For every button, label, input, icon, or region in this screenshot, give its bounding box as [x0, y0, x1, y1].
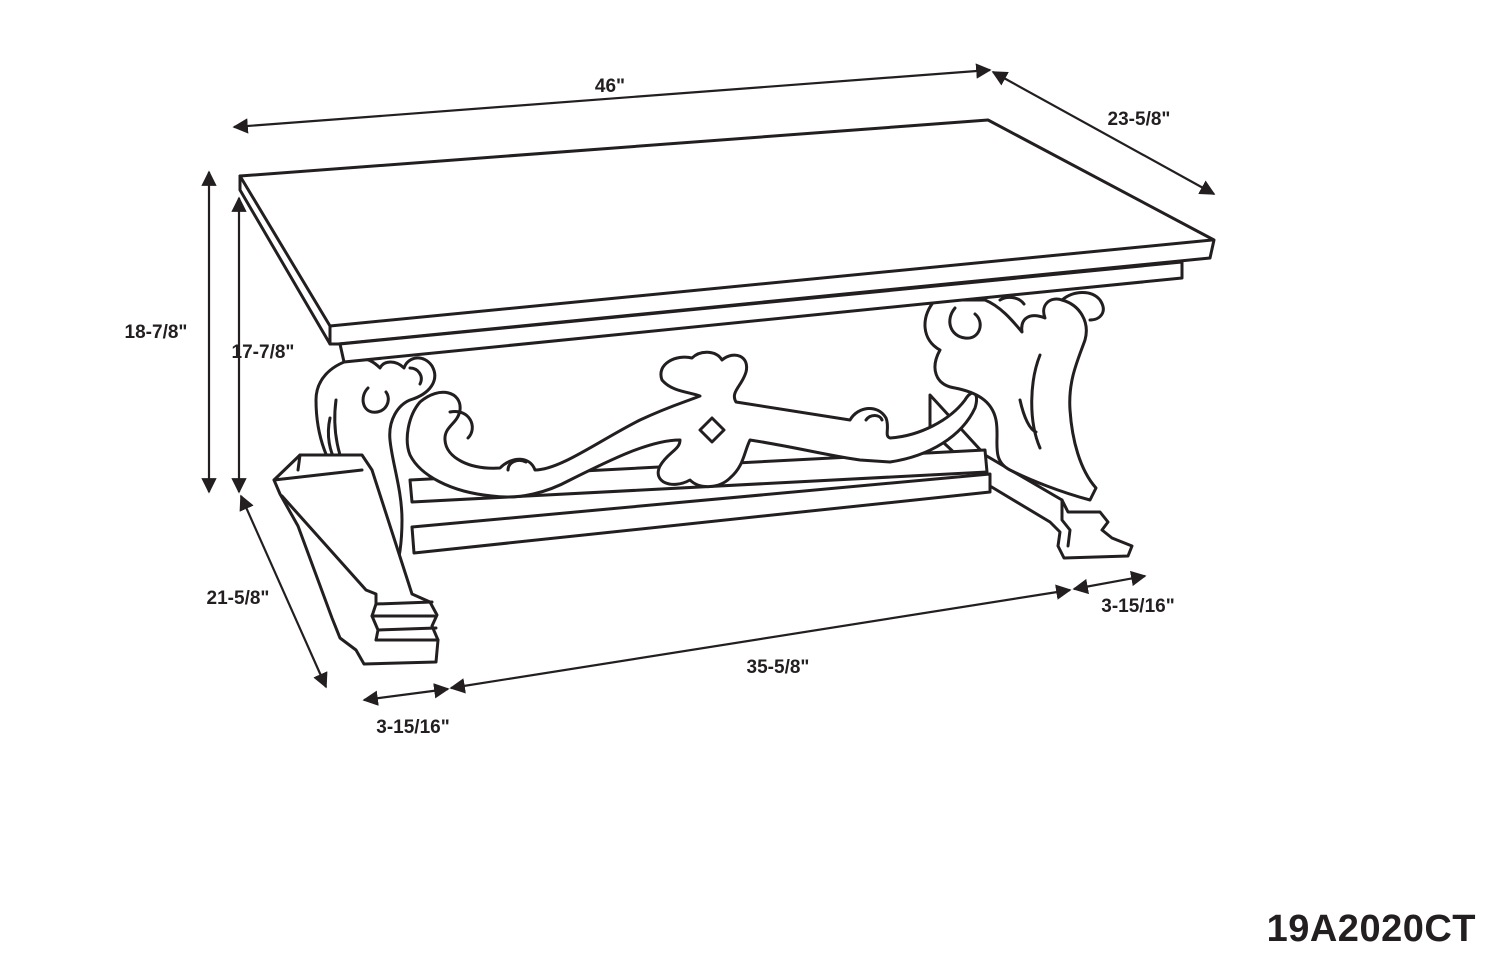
dimension-lines	[201, 63, 1216, 706]
label-base-span: 35-5/8"	[747, 657, 810, 678]
label-base-depth: 21-5/8"	[207, 588, 270, 609]
coffee-table-illustration	[238, 118, 1216, 666]
label-foot-front: 3-15/16"	[376, 717, 449, 738]
dim-line-top-length	[232, 63, 992, 134]
right-leg-scroll	[923, 291, 1105, 502]
dim-line-foot-front	[362, 683, 450, 706]
label-top-length: 46"	[595, 76, 625, 97]
label-clear-height: 17-7/8"	[232, 342, 295, 363]
left-leg-scroll	[314, 356, 437, 588]
label-top-depth: 23-5/8"	[1108, 109, 1171, 130]
dim-line-foot-back	[1072, 570, 1147, 595]
dim-line-base-depth	[239, 494, 328, 689]
model-number: 19A2020CT	[1266, 908, 1476, 950]
table-top	[238, 118, 1216, 364]
dim-line-base-span	[449, 584, 1072, 694]
label-foot-back: 3-15/16"	[1101, 596, 1174, 617]
dimension-labels: 46" 23-5/8" 18-7/8" 17-7/8" 21-5/8" 3-15…	[125, 76, 1175, 738]
front-stretcher	[410, 472, 992, 555]
central-scrollwork	[405, 350, 979, 499]
label-overall-height: 18-7/8"	[125, 322, 188, 343]
dim-line-top-depth	[991, 71, 1216, 195]
